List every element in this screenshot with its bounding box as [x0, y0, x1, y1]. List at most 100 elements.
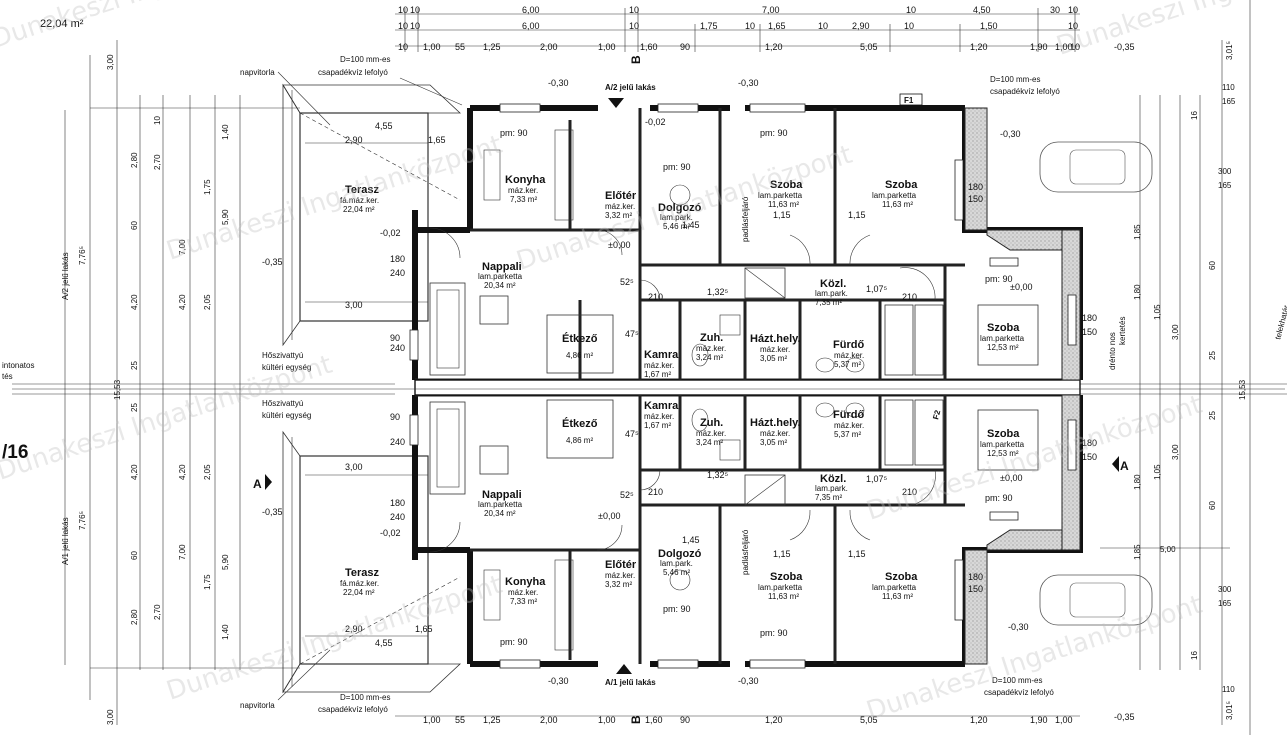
room-labels-a1: Terasz fá.máz.ker. 22,04 m² Konyha máz.k…: [340, 400, 1025, 687]
svg-text:lam.parketta: lam.parketta: [872, 583, 917, 592]
svg-text:5,46 m²: 5,46 m²: [663, 568, 690, 577]
svg-text:180: 180: [1082, 438, 1097, 448]
svg-text:4,86 m²: 4,86 m²: [566, 436, 593, 445]
svg-text:Dolgozó: Dolgozó: [658, 548, 702, 560]
bottom-dimension-chain: 1,00 55 1,25 2,00 1,00 1,60 90 1,20 5,05…: [395, 715, 1080, 725]
svg-text:-0,30: -0,30: [1000, 129, 1021, 139]
svg-text:10: 10: [1070, 42, 1080, 52]
svg-text:4,55: 4,55: [375, 121, 393, 131]
svg-text:300: 300: [1218, 167, 1232, 176]
svg-text:Zuh.: Zuh.: [700, 332, 723, 344]
svg-text:10: 10: [398, 42, 408, 52]
svg-text:pm: 90: pm: 90: [760, 628, 788, 638]
svg-text:1,00: 1,00: [1055, 42, 1073, 52]
svg-text:-0,35: -0,35: [262, 257, 283, 267]
svg-text:47⁵: 47⁵: [625, 329, 639, 339]
svg-text:3,00: 3,00: [106, 709, 115, 725]
unit-label-a2: A/2 jelű lakás: [605, 83, 656, 92]
svg-text:11,63 m²: 11,63 m²: [882, 200, 913, 209]
parking-cars: [1039, 141, 1153, 626]
svg-text:25: 25: [130, 361, 139, 370]
svg-text:1,75: 1,75: [700, 21, 718, 31]
svg-text:1,60: 1,60: [645, 715, 663, 725]
door-swings: [429, 227, 936, 553]
svg-text:1,32⁵: 1,32⁵: [707, 287, 729, 297]
svg-text:3,00: 3,00: [1171, 324, 1180, 340]
svg-text:90: 90: [680, 42, 690, 52]
svg-text:Szoba: Szoba: [770, 179, 803, 191]
section-a-left: A: [253, 477, 262, 491]
svg-text:Házt.hely.: Házt.hely.: [750, 333, 801, 345]
svg-text:-0,30: -0,30: [738, 78, 759, 88]
svg-text:Szoba: Szoba: [987, 322, 1020, 334]
room-labels-a2: Terasz fá.máz.ker. 22,04 m² Konyha máz.k…: [340, 83, 1025, 379]
svg-text:-0,02: -0,02: [380, 228, 401, 238]
svg-text:5,05: 5,05: [860, 42, 878, 52]
svg-text:55: 55: [455, 715, 465, 725]
svg-text:7,00: 7,00: [178, 239, 187, 255]
right-dimension-chains: 3,01⁵ 3,01⁵ 1,85 1,05 3,00 3,00 1,05 1,8…: [1080, 0, 1287, 735]
svg-text:csapadékvíz lefolyó: csapadékvíz lefolyó: [990, 87, 1060, 96]
svg-text:csapadékvíz lefolyó: csapadékvíz lefolyó: [984, 688, 1054, 697]
svg-text:máz.ker.: máz.ker.: [644, 361, 674, 370]
room-haztheley-a1: Házt.hely. máz.ker. 3,05 m²: [750, 417, 801, 447]
svg-text:Nappali: Nappali: [482, 489, 522, 501]
svg-text:12,53 m²: 12,53 m²: [987, 449, 1019, 458]
svg-text:1,00: 1,00: [598, 715, 616, 725]
svg-text:1,25: 1,25: [483, 42, 501, 52]
svg-text:1,00: 1,00: [423, 715, 441, 725]
svg-text:1,65: 1,65: [415, 624, 433, 634]
room-kamra-a1: Kamra máz.ker. 1,67 m²: [644, 400, 679, 430]
svg-text:5,90: 5,90: [221, 209, 230, 225]
svg-text:1,25: 1,25: [483, 715, 501, 725]
svg-text:A: A: [253, 477, 262, 491]
svg-text:1,15: 1,15: [848, 210, 866, 220]
room-szoba3-a1: Szoba lam.parketta 12,53 m²: [980, 428, 1025, 458]
svg-text:drénto nos: drénto nos: [1108, 332, 1117, 370]
svg-text:D=100 mm-es: D=100 mm-es: [990, 75, 1040, 84]
svg-text:90: 90: [390, 412, 400, 422]
svg-text:1,00: 1,00: [598, 42, 616, 52]
svg-text:210: 210: [902, 292, 917, 302]
svg-text:210: 210: [648, 487, 663, 497]
svg-text:Étkező: Étkező: [562, 332, 598, 345]
svg-text:150: 150: [968, 584, 983, 594]
svg-text:lam.parketta: lam.parketta: [980, 440, 1025, 449]
svg-text:3,01⁵: 3,01⁵: [1225, 701, 1234, 720]
svg-text:11,63 m²: 11,63 m²: [882, 592, 913, 601]
svg-text:5,37 m²: 5,37 m²: [834, 430, 861, 439]
svg-text:22,04 m²: 22,04 m²: [343, 205, 375, 214]
svg-text:3,24 m²: 3,24 m²: [696, 438, 723, 447]
svg-text:1,32⁵: 1,32⁵: [707, 470, 729, 480]
svg-text:A/2 jelű lakás: A/2 jelű lakás: [61, 252, 70, 300]
svg-text:1,65: 1,65: [768, 21, 786, 31]
svg-text:-0,35: -0,35: [1114, 42, 1135, 52]
svg-text:3,00: 3,00: [345, 462, 363, 472]
svg-text:Hőszivattyú: Hőszivattyú: [262, 351, 303, 360]
svg-text:7,35 m²: 7,35 m²: [815, 298, 842, 307]
svg-text:máz.ker.: máz.ker.: [508, 588, 538, 597]
svg-text:lam.park.: lam.park.: [815, 289, 848, 298]
svg-text:180: 180: [968, 182, 983, 192]
svg-text:6,00: 6,00: [522, 5, 540, 15]
svg-text:110: 110: [1222, 685, 1235, 694]
room-szoba1-a1: Szoba lam.parketta 11,63 m²: [758, 571, 803, 601]
svg-text:1,50: 1,50: [980, 21, 998, 31]
svg-text:1,07⁵: 1,07⁵: [866, 284, 888, 294]
section-b-top: B: [629, 55, 643, 64]
lot-number-fragment: /16: [2, 442, 28, 463]
annotations: napvitorla D=100 mm-es csapadékvíz lefol…: [240, 55, 1129, 724]
svg-text:1,05: 1,05: [1153, 304, 1162, 320]
svg-text:2,90: 2,90: [345, 624, 363, 634]
svg-text:Dunakeszi Ingatlanközpont: Dunakeszi Ingatlanközpont: [163, 130, 506, 267]
svg-text:máz.ker.: máz.ker.: [508, 186, 538, 195]
room-furdo-a1: Fürdő máz.ker. 5,37 m²: [833, 409, 864, 439]
svg-text:Dunakeszi Ingatlanközpont: Dunakeszi Ingatlanközpont: [0, 0, 331, 55]
svg-text:180: 180: [1082, 313, 1097, 323]
svg-text:7,33 m²: 7,33 m²: [510, 195, 537, 204]
room-eloter-a2: Előtér máz.ker. 3,32 m²: [605, 190, 637, 220]
svg-text:pm: 90: pm: 90: [500, 128, 528, 138]
svg-text:25: 25: [130, 403, 139, 412]
svg-text:10: 10: [398, 21, 408, 31]
